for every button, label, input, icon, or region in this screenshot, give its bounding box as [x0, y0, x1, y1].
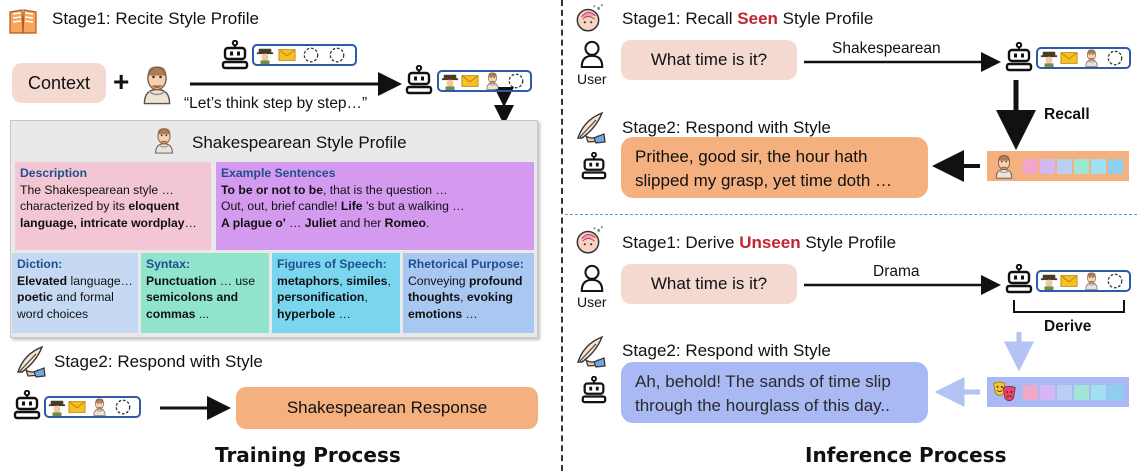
- style-chip: [1108, 385, 1123, 400]
- seen-answer-box: Prithee, good sir, the hour hath slipped…: [621, 137, 928, 198]
- seen-style-vector: [987, 151, 1129, 181]
- style-chip: [1057, 159, 1072, 174]
- training-stage2-title: Stage2: Respond with Style: [54, 352, 263, 371]
- profile-tray-filled: [437, 70, 532, 92]
- style-chip: [1074, 159, 1089, 174]
- profile-tray-filled: [44, 396, 141, 418]
- seen-stage1-title: Stage1: Recall Seen Style Profile: [622, 9, 874, 28]
- style-chip: [1023, 159, 1038, 174]
- drama-label: Drama: [873, 263, 920, 280]
- context-box: Context: [12, 63, 106, 103]
- style-chip: [1108, 159, 1123, 174]
- step-by-step-caption: “Let’s think step by step…”: [184, 95, 368, 112]
- user-label: User: [577, 294, 607, 310]
- derive-label: Derive: [1044, 318, 1092, 335]
- style-chip: [1040, 159, 1055, 174]
- diction-heading: Diction:: [17, 257, 63, 271]
- description-heading: Description: [20, 166, 88, 180]
- inference-footer: Inference Process: [805, 443, 1007, 467]
- rhetorical-purpose-card: Rhetorical Purpose: Conveying profound t…: [403, 253, 534, 333]
- unseen-stage2-title: Stage2: Respond with Style: [622, 341, 831, 360]
- figures-heading: Figures of Speech:: [277, 257, 387, 271]
- seen-stage2-title: Stage2: Respond with Style: [622, 118, 831, 137]
- style-chip: [1057, 385, 1072, 400]
- purpose-heading: Rhetorical Purpose:: [408, 257, 524, 271]
- unseen-question-box: What time is it?: [621, 264, 797, 304]
- profile-tray-filled: [1036, 270, 1131, 292]
- syntax-heading: Syntax:: [146, 257, 191, 271]
- seen-question-box: What time is it?: [621, 40, 797, 80]
- unseen-style-vector: [987, 377, 1129, 407]
- shakespearean-label: Shakespearean: [832, 40, 941, 57]
- profile-tray-filled: [1036, 47, 1131, 69]
- training-stage1-title: Stage1: Recite Style Profile: [52, 9, 259, 28]
- profile-title: Shakespearean Style Profile: [192, 133, 407, 152]
- figures-of-speech-card: Figures of Speech: metaphors, similes, p…: [272, 253, 400, 333]
- profile-tray-empty: [252, 44, 357, 66]
- process-divider: [561, 0, 563, 471]
- diction-card: Diction: Elevated language…poetic and fo…: [12, 253, 138, 333]
- training-footer: Training Process: [215, 443, 401, 467]
- description-card: Description The Shakespearean style … ch…: [15, 162, 211, 250]
- style-chip: [1074, 385, 1089, 400]
- user-label: User: [577, 71, 607, 87]
- unseen-stage1-title: Stage1: Derive Unseen Style Profile: [622, 233, 897, 252]
- inference-divider: [565, 214, 1137, 215]
- recall-label: Recall: [1044, 106, 1090, 123]
- style-chip: [1091, 385, 1106, 400]
- shakespearean-response-box: Shakespearean Response: [236, 387, 538, 429]
- plus-sign: +: [113, 66, 130, 97]
- style-chip: [1091, 159, 1106, 174]
- unseen-answer-box: Ah, behold! The sands of time slip throu…: [621, 362, 928, 423]
- examples-heading: Example Sentences: [221, 166, 336, 180]
- style-chip: [1040, 385, 1055, 400]
- example-sentences-card: Example Sentences To be or not to be, th…: [216, 162, 534, 250]
- style-chip: [1023, 385, 1038, 400]
- syntax-card: Syntax: Punctuation … use semicolons and…: [141, 253, 269, 333]
- context-label: Context: [27, 72, 91, 93]
